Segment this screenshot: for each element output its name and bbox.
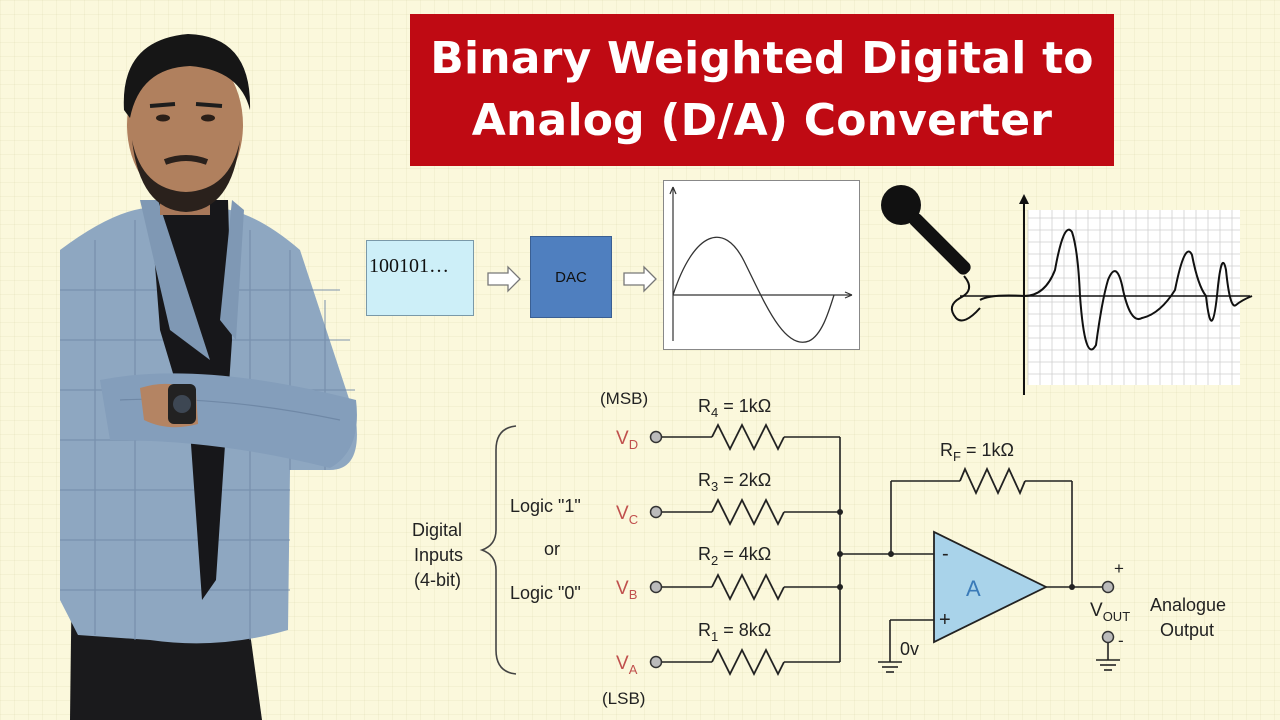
analogue-output-label-1: Analogue: [1150, 595, 1226, 615]
msb-label: (MSB): [600, 389, 648, 408]
r2-symbol: R: [698, 544, 711, 564]
input-brace: [479, 425, 517, 675]
svg-text:RF = 1kΩ: RF = 1kΩ: [940, 440, 1014, 464]
ground-icon: [878, 661, 902, 673]
svg-text:R1 = 8kΩ: R1 = 8kΩ: [698, 620, 771, 644]
r3-value: = 2kΩ: [718, 470, 771, 490]
output-minus: -: [1118, 631, 1124, 650]
r4-subscript: 4: [711, 405, 718, 420]
sine-wave-plot: [663, 180, 860, 350]
or-label: or: [544, 539, 560, 559]
rf-subscript: F: [953, 449, 961, 464]
r3-symbol: R: [698, 470, 711, 490]
vout-symbol: V: [1090, 600, 1103, 621]
svg-text:VA: VA: [616, 653, 638, 677]
vb-subscript: B: [629, 587, 638, 602]
r2-value: = 4kΩ: [718, 544, 771, 564]
r1-subscript: 1: [711, 629, 718, 644]
opamp-symbol: [933, 530, 1049, 644]
vb-symbol: V: [616, 578, 629, 599]
rf-symbol: R: [940, 440, 953, 460]
input-row-a: VA R1 = 8kΩ: [616, 620, 840, 677]
digital-inputs-label-2: Inputs: [414, 545, 463, 565]
r3-subscript: 3: [711, 479, 718, 494]
ground-voltage-label: 0v: [900, 639, 919, 659]
va-subscript: A: [629, 662, 638, 677]
title-line-1: Binary Weighted Digital to: [430, 33, 1094, 84]
r1-value: = 8kΩ: [718, 620, 771, 640]
output-ground-icon: [1096, 659, 1120, 671]
svg-text:VD: VD: [616, 428, 638, 452]
input-row-c: VC R3 = 2kΩ: [616, 470, 840, 527]
vout-subscript: OUT: [1103, 609, 1131, 624]
arrow-icon: [487, 265, 521, 293]
output-plus: +: [1114, 559, 1124, 578]
r2-subscript: 2: [711, 553, 718, 568]
opamp-label: A: [966, 576, 981, 601]
r1-symbol: R: [698, 620, 711, 640]
digital-inputs-label-3: (4-bit): [414, 570, 461, 590]
svg-text:VB: VB: [616, 578, 637, 602]
r4-symbol: R: [698, 396, 711, 416]
logic-zero-label: Logic "0": [510, 583, 581, 603]
analogue-output-label-2: Output: [1160, 620, 1214, 640]
microphone-icon: [881, 185, 981, 322]
opamp-minus: -: [942, 543, 949, 565]
input-row-b: VB R2 = 4kΩ: [616, 544, 840, 602]
logic-one-label: Logic "1": [510, 496, 581, 516]
va-symbol: V: [616, 653, 629, 674]
svg-text:R4 = 1kΩ: R4 = 1kΩ: [698, 396, 771, 420]
svg-text:VC: VC: [616, 503, 638, 527]
svg-text:R2 = 4kΩ: R2 = 4kΩ: [698, 544, 771, 568]
lsb-label: (LSB): [602, 689, 645, 708]
digital-inputs-label-1: Digital: [412, 520, 462, 540]
dac-block: DAC: [530, 236, 612, 318]
opamp-plus: +: [939, 609, 951, 631]
input-row-d: VD R4 = 1kΩ: [616, 396, 840, 452]
binary-input-box: 100101…: [366, 240, 474, 316]
audio-waveform-graph: [960, 194, 1253, 395]
dac-label: DAC: [555, 268, 587, 286]
sine-wave-graph: [669, 186, 853, 343]
dac-circuit-schematic: (MSB) (LSB) Digital Inputs (4-bit) Logic…: [412, 389, 1226, 708]
title-banner: Binary Weighted Digital to Analog (D/A) …: [410, 14, 1114, 166]
binary-input-text: 100101…: [369, 255, 449, 277]
presenter-photo: [60, 34, 357, 720]
svg-text:VOUT: VOUT: [1090, 600, 1130, 624]
title-line-2: Analog (D/A) Converter: [471, 95, 1053, 146]
rf-value: = 1kΩ: [961, 440, 1014, 460]
vc-subscript: C: [629, 512, 638, 527]
vd-symbol: V: [616, 428, 629, 449]
vc-symbol: V: [616, 503, 629, 524]
svg-text:R3 = 2kΩ: R3 = 2kΩ: [698, 470, 771, 494]
vd-subscript: D: [629, 437, 638, 452]
r4-value: = 1kΩ: [718, 396, 771, 416]
arrow-icon: [623, 265, 657, 293]
